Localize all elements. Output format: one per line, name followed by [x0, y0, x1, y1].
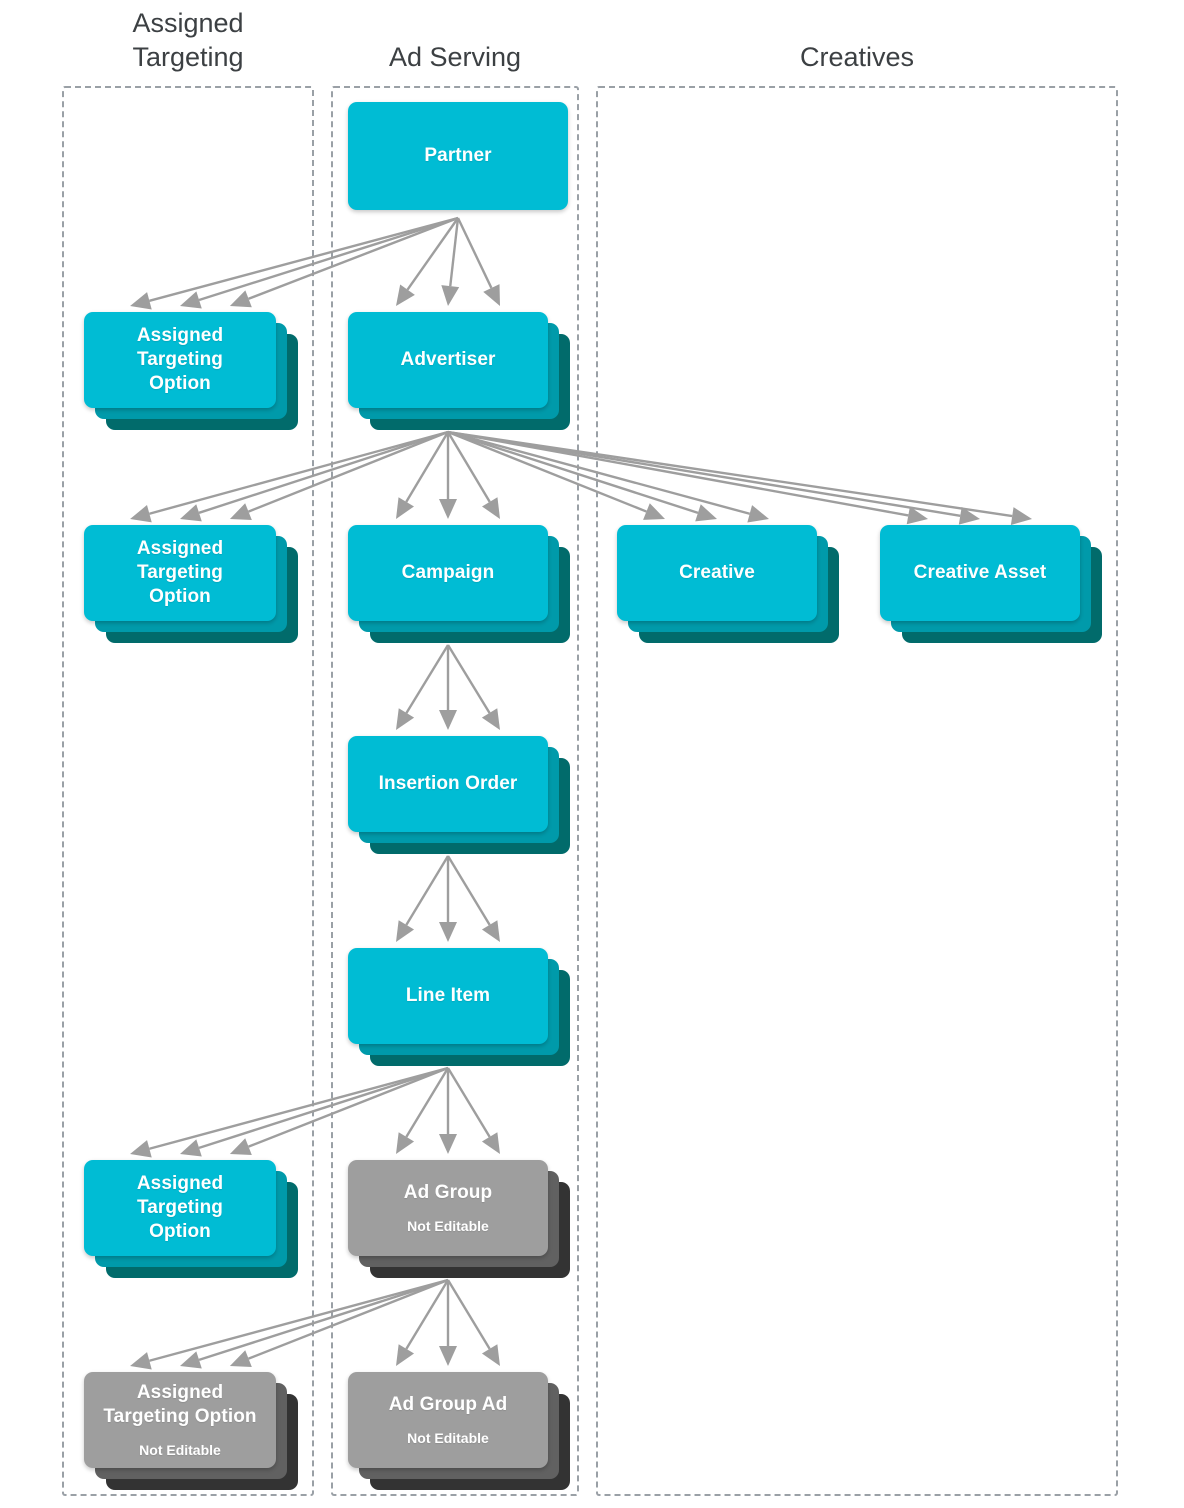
node-assigned-targeting-option-line-item: Assigned Targeting Option: [84, 1160, 298, 1278]
node-card: Creative Asset: [880, 525, 1080, 621]
column-header-creatives: Creatives: [799, 42, 915, 72]
node-title: Advertiser: [400, 349, 496, 370]
node-card: Advertiser: [348, 312, 548, 408]
column-frame-ad-serving: [331, 86, 579, 1496]
node-subtitle-not-editable: Not Editable: [407, 1218, 489, 1234]
node-insertion-order: Insertion Order: [348, 736, 570, 854]
node-assigned-targeting-option-advertiser: Assigned Targeting Option: [84, 525, 298, 643]
column-frame-assigned-targeting: [62, 86, 314, 1496]
node-card: Line Item: [348, 948, 548, 1044]
node-creative: Creative: [617, 525, 839, 643]
node-card: Creative: [617, 525, 817, 621]
node-title: Assigned Targeting Option: [136, 538, 224, 607]
node-creative-asset: Creative Asset: [880, 525, 1102, 643]
node-partner: Partner: [348, 102, 568, 210]
node-line-item: Line Item: [348, 948, 570, 1066]
node-title: Line Item: [405, 985, 491, 1006]
node-title: Insertion Order: [378, 773, 518, 794]
node-title: Assigned Targeting Option: [136, 1173, 224, 1242]
node-campaign: Campaign: [348, 525, 570, 643]
column-header-ad-serving: Ad Serving: [388, 42, 522, 72]
node-title: Assigned Targeting Option: [136, 325, 224, 394]
node-card: Assigned Targeting Option: [84, 1160, 276, 1256]
node-card: Assigned Targeting Option: [84, 312, 276, 408]
column-frame-creatives: [596, 86, 1118, 1496]
node-title: Creative: [679, 562, 755, 583]
node-subtitle-not-editable: Not Editable: [139, 1442, 221, 1458]
column-header-assigned-targeting: Assigned Targeting: [132, 8, 244, 72]
node-title: Ad Group: [403, 1182, 493, 1203]
node-card: Campaign: [348, 525, 548, 621]
node-card: Partner: [348, 102, 568, 210]
node-assigned-targeting-option-partner: Assigned Targeting Option: [84, 312, 298, 430]
node-title: Creative Asset: [913, 562, 1047, 583]
node-title: Ad Group Ad: [388, 1394, 508, 1415]
node-card: Ad Group Ad Not Editable: [348, 1372, 548, 1468]
node-title: Partner: [424, 145, 492, 166]
node-ad-group-ad: Ad Group Ad Not Editable: [348, 1372, 570, 1490]
node-title: Assigned Targeting Option: [103, 1382, 257, 1427]
node-title: Campaign: [401, 562, 495, 583]
node-card: Insertion Order: [348, 736, 548, 832]
node-advertiser: Advertiser: [348, 312, 570, 430]
node-card: Assigned Targeting Option: [84, 525, 276, 621]
node-subtitle-not-editable: Not Editable: [407, 1430, 489, 1446]
